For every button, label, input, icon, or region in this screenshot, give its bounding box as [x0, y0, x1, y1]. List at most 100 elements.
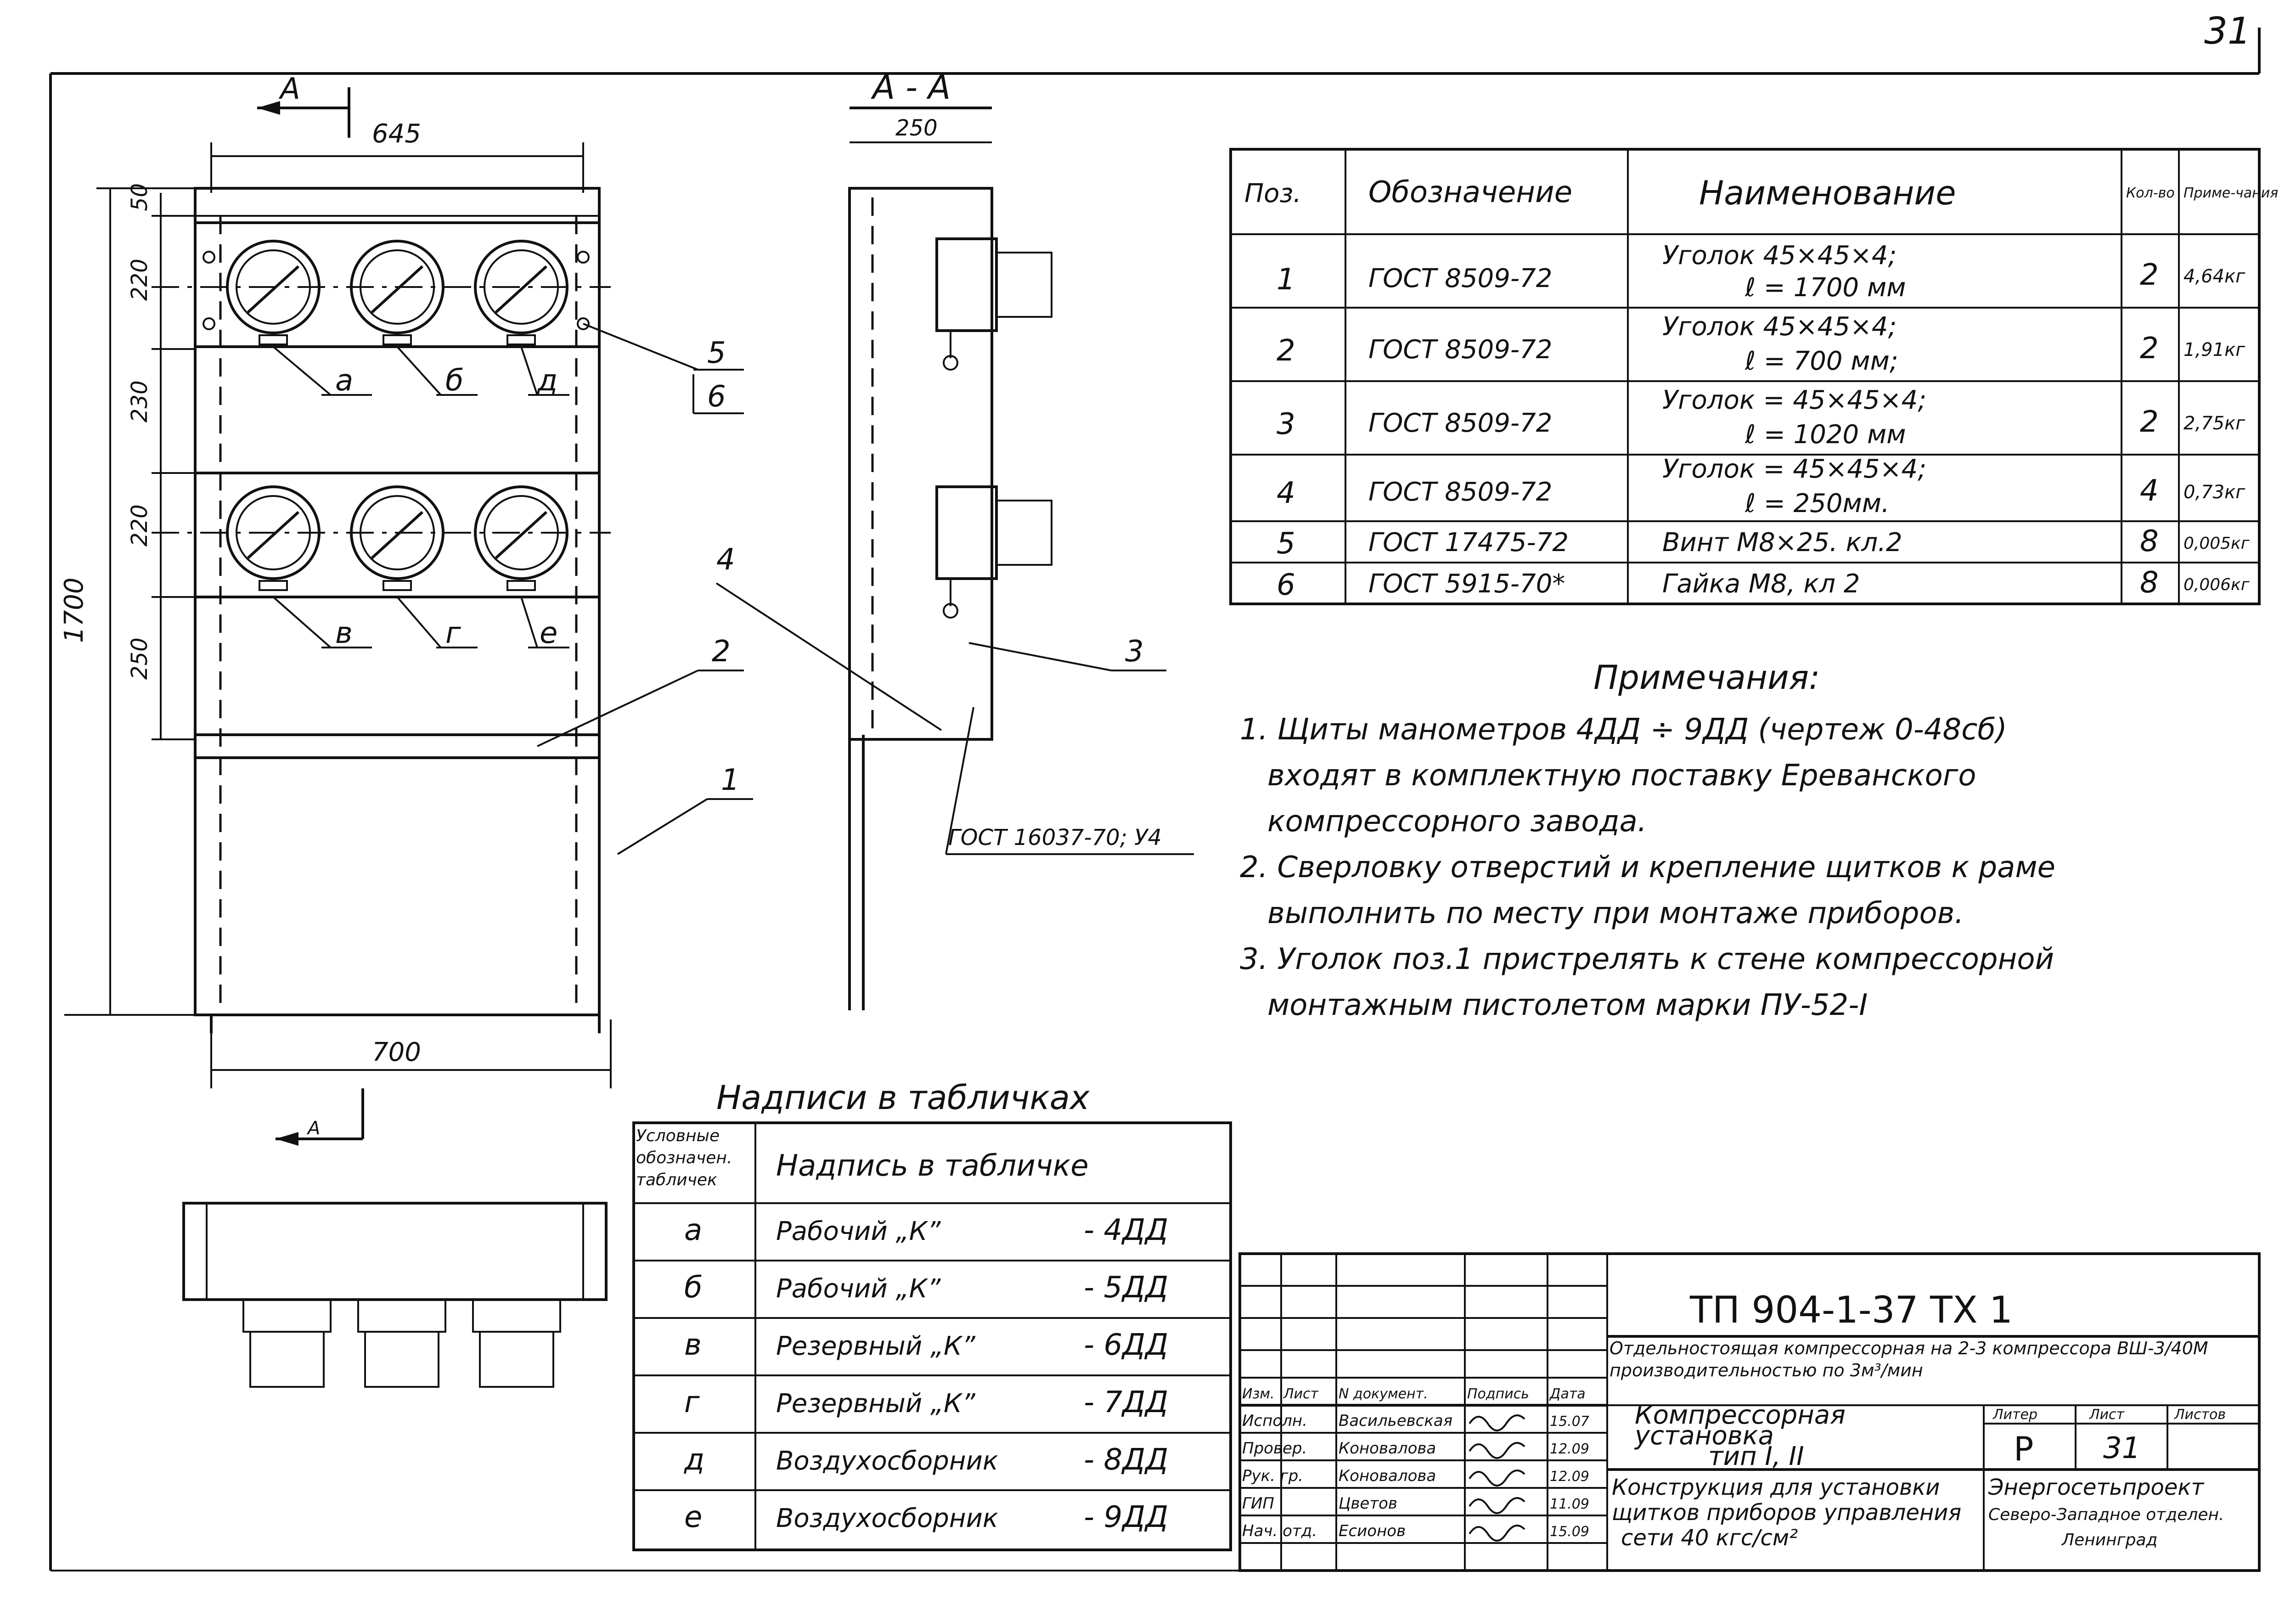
spec-row-4-name2: ℓ = 250мм. [1745, 489, 1890, 518]
notes-line-1: 1. Щиты манометров 4ДД ÷ 9ДД (чертеж 0-4… [1240, 713, 2007, 747]
front-view: A 645 [59, 72, 753, 1146]
spec-row-2-name2: ℓ = 700 мм; [1745, 346, 1898, 376]
spec-header-note: Приме-чания [2183, 185, 2278, 201]
sign-name-2: Коновалова [1339, 1439, 1436, 1458]
signature-mark [1469, 1497, 1525, 1514]
plates-row-5-text: Воздухосборник [776, 1446, 998, 1476]
plates-row-6-code: - 9ДД [1084, 1500, 1168, 1534]
title-block: Изм. Лист N документ. Подпись Дата Испол… [1238, 1252, 2261, 1572]
spec-row-1-qty: 2 [2140, 258, 2159, 292]
spec-row-1-name2: ℓ = 1700 мм [1745, 273, 1906, 303]
spec-row-4-pos: 4 [1277, 476, 1295, 510]
tag-a: а [335, 364, 353, 398]
signature-mark [1469, 1525, 1525, 1542]
org-name-1: Энергосетьпроект [1988, 1475, 2205, 1500]
plates-row-6-mark: е [684, 1500, 702, 1534]
dim-50: 50 [127, 183, 152, 211]
section-view: А - А 250 4 3 ГОСТ 16037-70; У4 [715, 68, 1194, 1010]
plates-row-6-text: Воздухосборник [776, 1504, 998, 1533]
spec-row-3-qty: 2 [2140, 405, 2159, 439]
spec-row-5-code: ГОСТ 17475-72 [1368, 528, 1569, 558]
notes-line-3: компрессорного завода. [1267, 805, 1647, 839]
spec-row-3-name2: ℓ = 1020 мм [1745, 420, 1906, 450]
tag-b: б [445, 364, 463, 398]
spec-row-4-qty: 4 [2140, 474, 2159, 508]
spec-row-2-pos: 2 [1277, 334, 1295, 368]
sign-role-5: Нач. отд. [1242, 1522, 1317, 1540]
spec-row-2-qty: 2 [2140, 332, 2159, 366]
spec-row-2-note: 1,91кг [2183, 339, 2245, 360]
notes-line-7: монтажным пистолетом марки ПУ-52-I [1267, 988, 1868, 1022]
pos-4-label: 4 [716, 543, 735, 577]
drawing-name-1: Конструкция для установки [1612, 1475, 1940, 1500]
spec-row-4-note: 0,73кг [2183, 482, 2245, 503]
notes-block: Примечания: 1. Щиты манометров 4ДД ÷ 9ДД… [1240, 658, 2055, 1022]
plates-row-3-code: - 6ДД [1084, 1328, 1168, 1362]
sign-role-1: Исполн. [1242, 1412, 1307, 1430]
dim-700: 700 [372, 1037, 421, 1067]
dim-220-lower: 220 [127, 504, 152, 546]
dim-1700: 1700 [59, 577, 89, 643]
pos-1-label: 1 [721, 763, 740, 797]
pressure-gauge-icon [474, 240, 568, 345]
spec-header-pos: Поз. [1244, 179, 1301, 208]
section-mark-bottom: A [306, 1118, 320, 1139]
plates-row-2-text: Рабочий „К” [776, 1274, 941, 1304]
sign-date-1: 15.07 [1550, 1414, 1589, 1430]
object-name-2: установка [1634, 1421, 1774, 1451]
notes-line-4: 2. Сверловку отверстий и крепление щитко… [1240, 850, 2055, 884]
spec-row-6-pos: 6 [1277, 568, 1295, 602]
pressure-gauge-icon [226, 485, 321, 591]
plates-row-3-text: Резервный „К” [776, 1331, 976, 1361]
plates-row-1-text: Рабочий „К” [776, 1216, 941, 1246]
tag-g: г [445, 616, 461, 650]
doc-code: ТП 904-1-37 ТХ 1 [1689, 1289, 2013, 1331]
sheet-label: Лист [2089, 1407, 2125, 1423]
spec-row-3-code: ГОСТ 8509-72 [1368, 408, 1552, 438]
spec-header-code: Обозначение [1368, 175, 1572, 209]
plates-row-4-text: Резервный „К” [776, 1389, 976, 1419]
spec-row-2-code: ГОСТ 8509-72 [1368, 335, 1552, 365]
plates-row-5-code: - 8ДД [1084, 1443, 1168, 1477]
tag-v: в [335, 616, 353, 650]
plates-row-4-mark: г [684, 1385, 700, 1419]
spec-table: Поз. Обозначение Наименование Кол-во При… [1229, 148, 2278, 605]
org-name-3: Ленинград [2061, 1531, 2157, 1549]
pressure-gauge-icon [350, 240, 445, 345]
sign-header-izm: Изм. [1242, 1386, 1275, 1402]
section-mark-top: A [278, 72, 300, 106]
spec-row-5-pos: 5 [1277, 527, 1295, 561]
signature-mark [1469, 1414, 1525, 1431]
plates-row-2-code: - 5ДД [1084, 1271, 1168, 1305]
sheet-number: 31 [2204, 10, 2251, 52]
notes-title: Примечания: [1593, 658, 1820, 697]
plates-row-1-code: - 4ДД [1084, 1213, 1168, 1247]
spec-row-6-code: ГОСТ 5915-70* [1368, 569, 1565, 599]
spec-row-5-qty: 8 [2140, 524, 2159, 558]
sign-header-date: Дата [1549, 1386, 1586, 1402]
sign-role-3: Рук. гр. [1242, 1467, 1303, 1485]
section-dim-250: 250 [895, 115, 938, 141]
sheets-label: Листов [2174, 1407, 2226, 1423]
sign-date-2: 12.09 [1550, 1441, 1589, 1457]
spec-row-3-name1: Уголок = 45×45×4; [1662, 385, 1926, 415]
object-name-1: Компрессорная [1635, 1400, 1846, 1430]
drawing-name-3: сети 40 кгс/см² [1621, 1525, 1798, 1551]
sign-date-5: 15.09 [1550, 1524, 1589, 1540]
plates-row-3-mark: в [684, 1328, 702, 1362]
sign-name-4: Цветов [1339, 1494, 1397, 1513]
gost-weld-label: ГОСТ 16037-70; У4 [948, 825, 1162, 850]
dim-230: 230 [127, 380, 152, 422]
sheet-value: 31 [2103, 1431, 2140, 1465]
plates-row-2-mark: б [684, 1271, 702, 1305]
pos-6-label: 6 [707, 380, 726, 414]
stage-value: Р [2014, 1430, 2033, 1468]
sign-role-4: ГИП [1242, 1494, 1274, 1513]
spec-row-6-name1: Гайка М8, кл 2 [1662, 569, 1860, 599]
plan-view [182, 1202, 608, 1388]
spec-row-1-code: ГОСТ 8509-72 [1368, 264, 1552, 293]
sign-name-3: Коновалова [1339, 1467, 1436, 1485]
spec-row-1-name1: Уголок 45×45×4; [1662, 241, 1896, 270]
plates-header-mark: Условные обозначен. табличек [636, 1126, 732, 1189]
signature-mark [1469, 1470, 1525, 1487]
